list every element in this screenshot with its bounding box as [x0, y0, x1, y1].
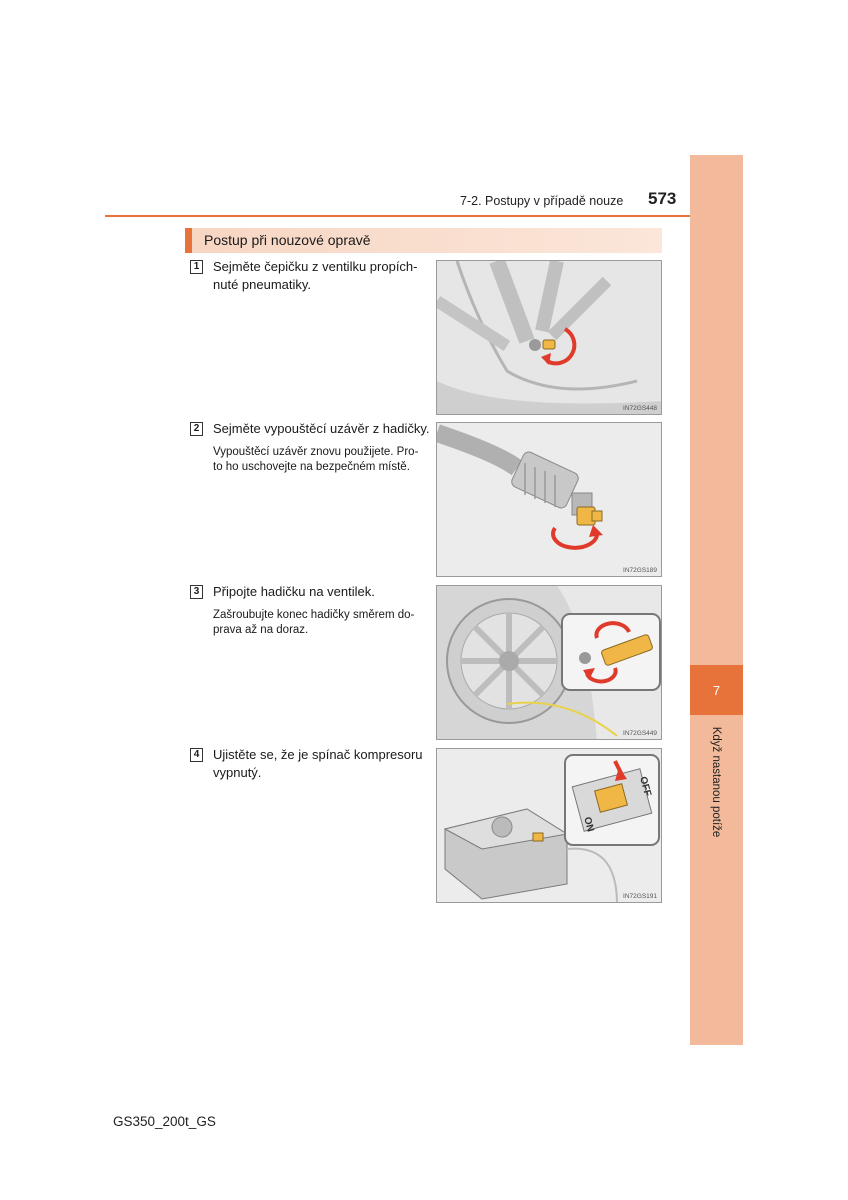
- header-rule: [105, 215, 690, 217]
- step-2-illustration: IN72GS189: [436, 422, 662, 577]
- compressor-switch-drawing: [437, 749, 661, 902]
- hose-connect-drawing: [437, 586, 661, 739]
- tire-valve-drawing: [437, 261, 661, 414]
- section-title: Postup při nouzové opravě: [204, 232, 371, 248]
- section-heading-bar: Postup při nouzové opravě: [185, 228, 662, 253]
- step-1-text-line1: Sejměte čepičku z ventilku propích-: [213, 259, 418, 274]
- step-3-sub-line2: prava až na doraz.: [213, 624, 309, 636]
- step-3-image-code: IN72GS449: [623, 730, 657, 737]
- step-2-text-line1: Sejměte vypouštěcí uzávěr z hadičky.: [213, 421, 430, 436]
- header-title: 7-2. Postupy v případě nouze: [460, 194, 624, 208]
- step-2-sub-line2: to ho uschovejte na bezpečném místě.: [213, 461, 410, 473]
- chapter-number: 7: [712, 682, 721, 698]
- step-3-text-line1: Připojte hadičku na ventilek.: [213, 584, 375, 599]
- chapter-side-tab: [690, 155, 743, 1045]
- step-4-illustration: ON OFF IN72GS191: [436, 748, 662, 903]
- step-3-illustration: IN72GS449: [436, 585, 662, 740]
- step-3-number: 3: [190, 585, 203, 599]
- chapter-label: Když nastanou potíže: [710, 726, 722, 838]
- step-4-image-code: IN72GS191: [623, 893, 657, 900]
- hose-cap-drawing: [437, 423, 661, 576]
- step-4-number: 4: [190, 748, 203, 762]
- step-2-image-code: IN72GS189: [623, 567, 657, 574]
- step-1-number: 1: [190, 260, 203, 274]
- page-number: 573: [648, 189, 677, 208]
- step-1-image-code: IN72GS448: [623, 405, 657, 412]
- step-4-text-line1: Ujistěte se, že je spínač kompresoru: [213, 747, 423, 762]
- footer-model: GS350_200t_GS: [113, 1114, 216, 1129]
- step-4-text-line2: vypnutý.: [213, 765, 262, 780]
- step-1-text-line2: nuté pneumatiky.: [213, 277, 312, 292]
- step-3-sub-line1: Zašroubujte konec hadičky směrem do-: [213, 609, 415, 621]
- step-1-illustration: IN72GS448: [436, 260, 662, 415]
- chapter-number-tab: 7: [690, 665, 743, 715]
- step-2-sub-line1: Vypouštěcí uzávěr znovu použijete. Pro-: [213, 446, 419, 458]
- step-2-number: 2: [190, 422, 203, 436]
